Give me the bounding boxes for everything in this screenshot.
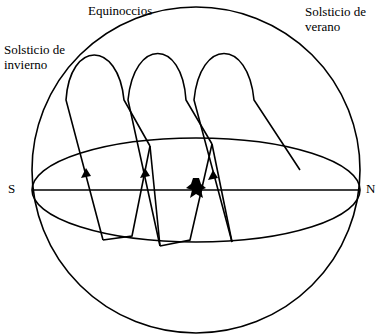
equinox-label: Equinoccios <box>88 3 178 18</box>
cardinal-point: N <box>366 181 382 196</box>
solstice-label: Solsticio de verano <box>305 4 377 34</box>
cardinal-point: S <box>8 181 24 196</box>
solstice-label: Solsticio de invierno <box>4 42 74 72</box>
